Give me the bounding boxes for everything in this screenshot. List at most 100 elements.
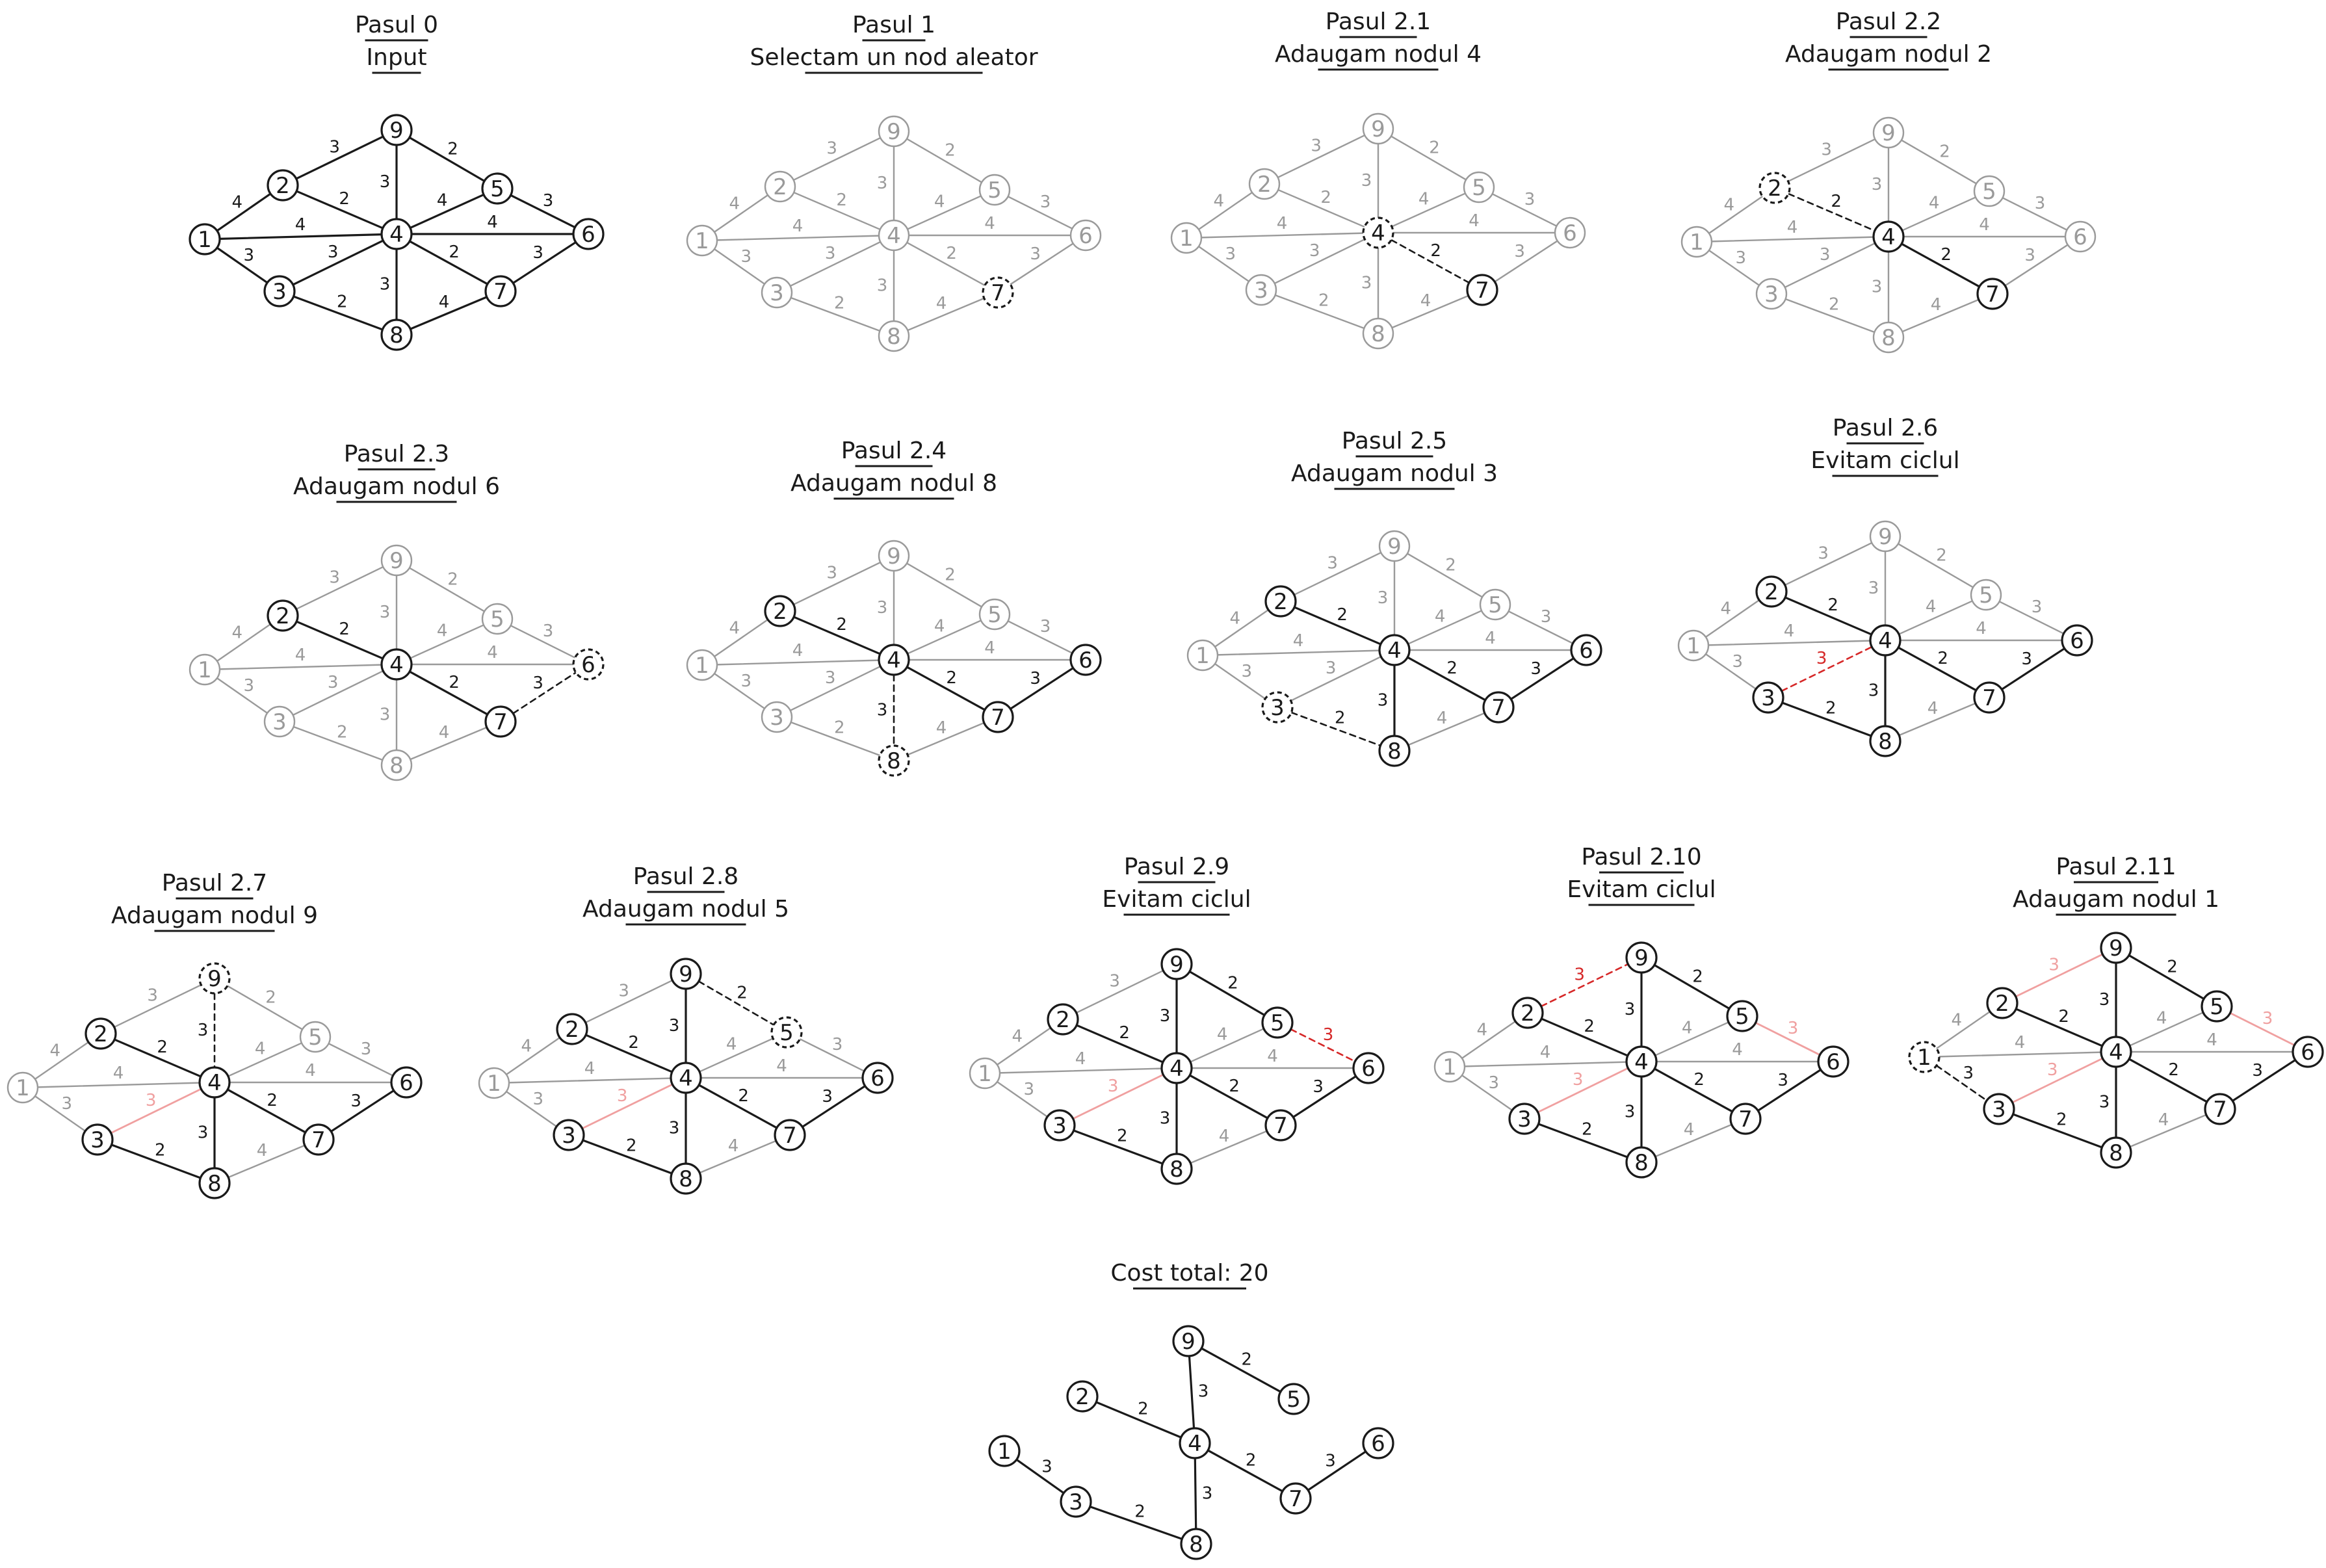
edge-weight-label: 3 bbox=[1109, 971, 1120, 991]
graph-edge bbox=[996, 1080, 1049, 1118]
graph-edge bbox=[1653, 963, 1731, 1010]
edge-weight-label: 2 bbox=[1246, 1451, 1257, 1470]
graph-node-label: 8 bbox=[887, 748, 901, 774]
graph-node-label: 2 bbox=[1764, 579, 1779, 605]
edge-weight-label: 4 bbox=[984, 638, 995, 658]
graph-node bbox=[686, 649, 718, 681]
graph-edge bbox=[1654, 1123, 1732, 1158]
edge-weight-label: 3 bbox=[877, 701, 888, 720]
edge-weight-label: 3 bbox=[1326, 659, 1337, 678]
graph-edge bbox=[1197, 245, 1250, 283]
edge-weight-label: 2 bbox=[1430, 241, 1441, 261]
graph-node bbox=[2204, 1093, 2236, 1125]
graph-edge bbox=[512, 672, 577, 714]
edge-weight-label: 4 bbox=[49, 1041, 60, 1061]
edge-weight-label: 3 bbox=[1777, 1071, 1788, 1090]
edge-weight-label: 2 bbox=[339, 189, 350, 209]
graph-node bbox=[1179, 1427, 1211, 1459]
graph-edge bbox=[408, 567, 486, 612]
edge-weight-label: 4 bbox=[437, 621, 448, 641]
edge-weight-label: 4 bbox=[584, 1059, 595, 1078]
graph-node-label: 4 bbox=[1371, 220, 1385, 246]
edge-weight-label: 2 bbox=[1582, 1120, 1593, 1140]
edge-weight-label: 2 bbox=[1936, 545, 1947, 565]
graph-node-label: 1 bbox=[16, 1075, 30, 1101]
edge-weight-label: 4 bbox=[1684, 1120, 1695, 1140]
graph-edge bbox=[1463, 1061, 1628, 1067]
edge-weight-label: 2 bbox=[1337, 605, 1348, 625]
graph-edge bbox=[713, 672, 766, 710]
graph-node-label: 1 bbox=[1196, 643, 1210, 669]
graph-edge bbox=[34, 1095, 86, 1132]
graph-edge bbox=[906, 666, 986, 711]
graph-node-label: 4 bbox=[679, 1065, 693, 1091]
edge-weight-label: 4 bbox=[729, 619, 740, 638]
graph-node-label: 1 bbox=[1443, 1054, 1457, 1080]
edge-weight-label: 2 bbox=[1446, 659, 1457, 678]
graph-node bbox=[390, 1066, 423, 1099]
graph-edge bbox=[1897, 646, 1978, 692]
graph-edge bbox=[1781, 646, 1873, 692]
graph-node bbox=[2292, 1036, 2324, 1068]
graph-edge bbox=[1784, 542, 1873, 586]
edge-weight-label: 3 bbox=[1872, 278, 1883, 297]
edge-weight-label: 3 bbox=[1378, 588, 1389, 608]
graph-node bbox=[861, 1062, 894, 1094]
graph-node-label: 7 bbox=[1274, 1113, 1288, 1139]
graph-edge bbox=[1214, 608, 1270, 648]
graph-node-label: 7 bbox=[991, 280, 1005, 306]
graph-node-label: 6 bbox=[2073, 224, 2087, 250]
graph-node-label: 5 bbox=[987, 177, 1002, 203]
edge-weight-label: 2 bbox=[945, 565, 956, 584]
graph-node bbox=[2100, 1136, 2132, 1169]
edge-weight-label: 4 bbox=[1951, 1011, 1962, 1030]
edge-weight-label: 3 bbox=[1160, 1109, 1171, 1129]
graph-edge bbox=[2128, 1012, 2204, 1047]
graph-node bbox=[1352, 1052, 1385, 1084]
graph-node-label: 8 bbox=[1371, 321, 1385, 347]
edge-weight-label: 3 bbox=[1872, 175, 1883, 194]
edge-weight-label: 3 bbox=[825, 244, 836, 263]
edge-weight-label: 2 bbox=[737, 983, 748, 1002]
edge-weight-label: 2 bbox=[447, 139, 458, 159]
graph-node bbox=[572, 218, 605, 250]
graph-edge bbox=[509, 194, 577, 229]
panel-title: Pasul 2.1 bbox=[1326, 8, 1431, 35]
graph-node-label: 5 bbox=[2210, 994, 2224, 1020]
edge-weight-label: 3 bbox=[669, 1016, 680, 1036]
edge-weight-label: 3 bbox=[1327, 553, 1338, 573]
graph-edge bbox=[1390, 135, 1467, 181]
graph-edge bbox=[1705, 599, 1760, 638]
edge-weight-label: 4 bbox=[2206, 1030, 2217, 1050]
graph-node-label: 7 bbox=[1491, 695, 1506, 721]
edge-weight-label: 3 bbox=[825, 668, 836, 688]
graph-node bbox=[2100, 932, 2132, 964]
graph-node bbox=[1970, 579, 2002, 611]
panel-subtitle: Adaugam nodul 2 bbox=[1785, 41, 1992, 68]
edge-weight-label: 3 bbox=[2099, 1093, 2110, 1112]
edge-weight-label: 3 bbox=[826, 138, 837, 158]
graph-edge bbox=[1214, 662, 1266, 700]
graph-node bbox=[1362, 1427, 1394, 1459]
graph-node bbox=[1511, 997, 1544, 1029]
edge-weight-label: 4 bbox=[1787, 218, 1798, 237]
graph-node-label: 4 bbox=[1881, 224, 1896, 250]
edge-weight-label: 3 bbox=[329, 137, 340, 157]
graph-node-label: 5 bbox=[987, 602, 1002, 628]
edge-weight-label: 3 bbox=[532, 673, 543, 693]
graph-node bbox=[380, 218, 413, 250]
graph-edge bbox=[790, 296, 881, 332]
graph-node bbox=[1362, 216, 1394, 249]
graph-node-label: 9 bbox=[207, 966, 222, 992]
graph-node-label: 2 bbox=[1056, 1007, 1070, 1033]
graph-edge bbox=[792, 561, 882, 606]
edge-weight-label: 3 bbox=[1041, 1457, 1052, 1476]
edge-weight-label: 2 bbox=[1241, 1350, 1252, 1370]
graph-node-label: 5 bbox=[1982, 179, 1996, 205]
graph-edge bbox=[295, 190, 384, 229]
graph-node-label: 2 bbox=[276, 173, 290, 199]
edge-weight-label: 2 bbox=[946, 668, 957, 688]
graph-edge bbox=[698, 1084, 778, 1129]
edge-weight-label: 4 bbox=[295, 215, 306, 235]
